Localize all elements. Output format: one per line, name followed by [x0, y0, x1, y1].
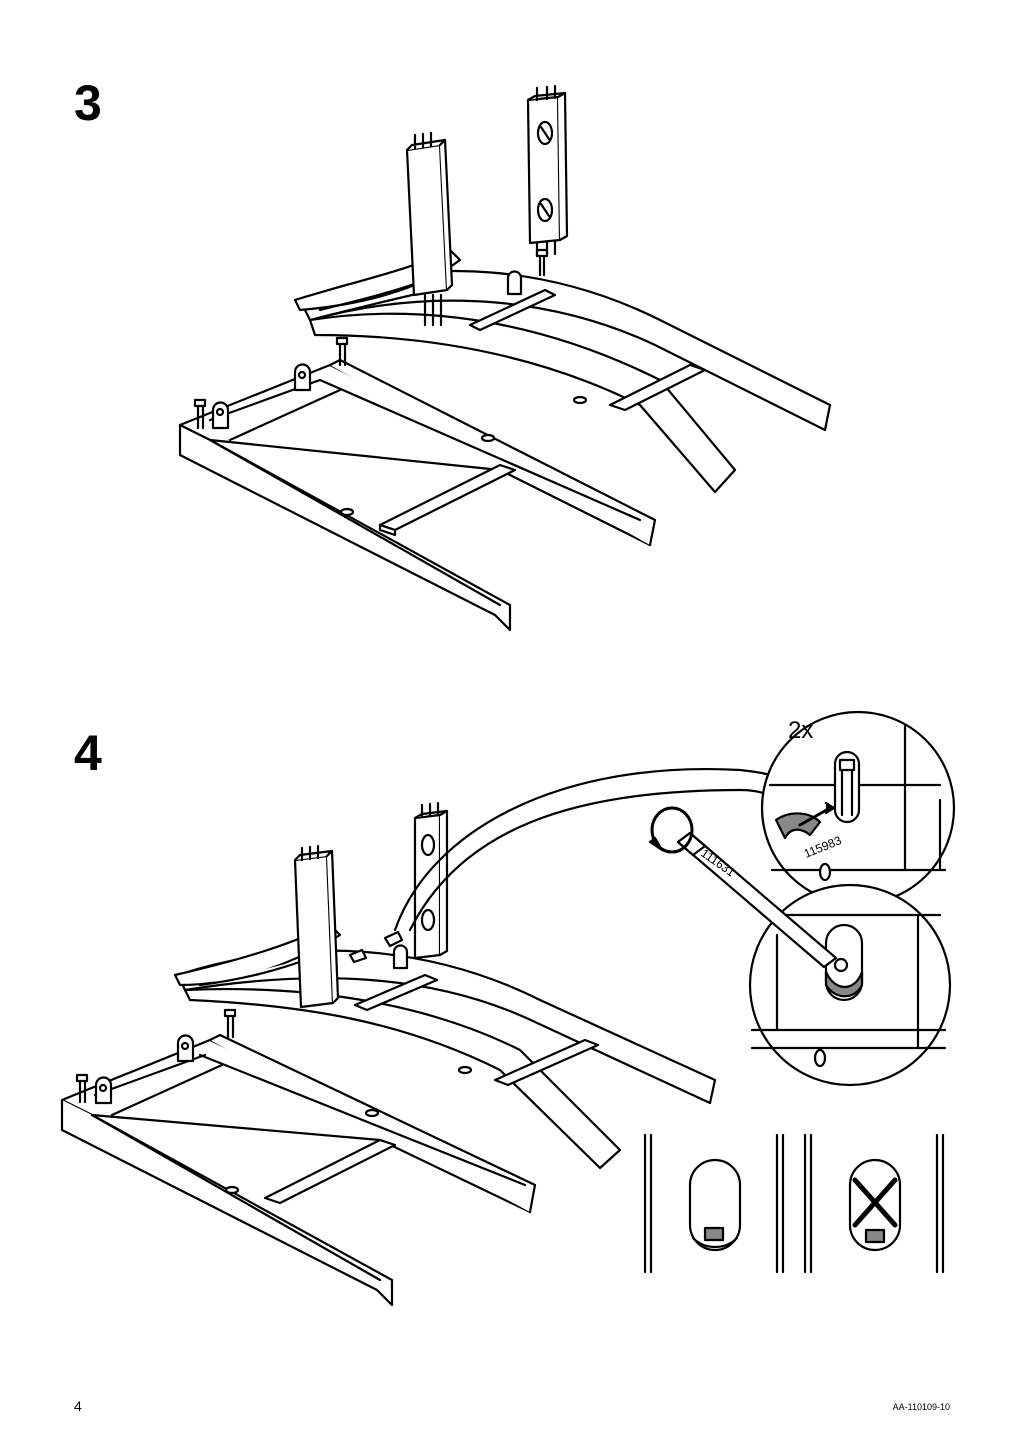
rotate-arrow-icon — [648, 806, 694, 854]
page-number: 4 — [74, 1398, 82, 1414]
document-code: AA-110109-10 — [892, 1402, 950, 1412]
correct-icon — [643, 1133, 785, 1274]
step-3-drawing — [178, 84, 832, 632]
step-4-number: 4 — [74, 725, 102, 781]
callout-top — [760, 710, 956, 906]
incorrect-icon — [803, 1133, 945, 1274]
allen-key-icon — [676, 831, 838, 969]
step-4-drawing — [60, 710, 956, 1307]
quantity-label: 2x — [788, 717, 813, 744]
step-3-number: 3 — [74, 75, 102, 131]
